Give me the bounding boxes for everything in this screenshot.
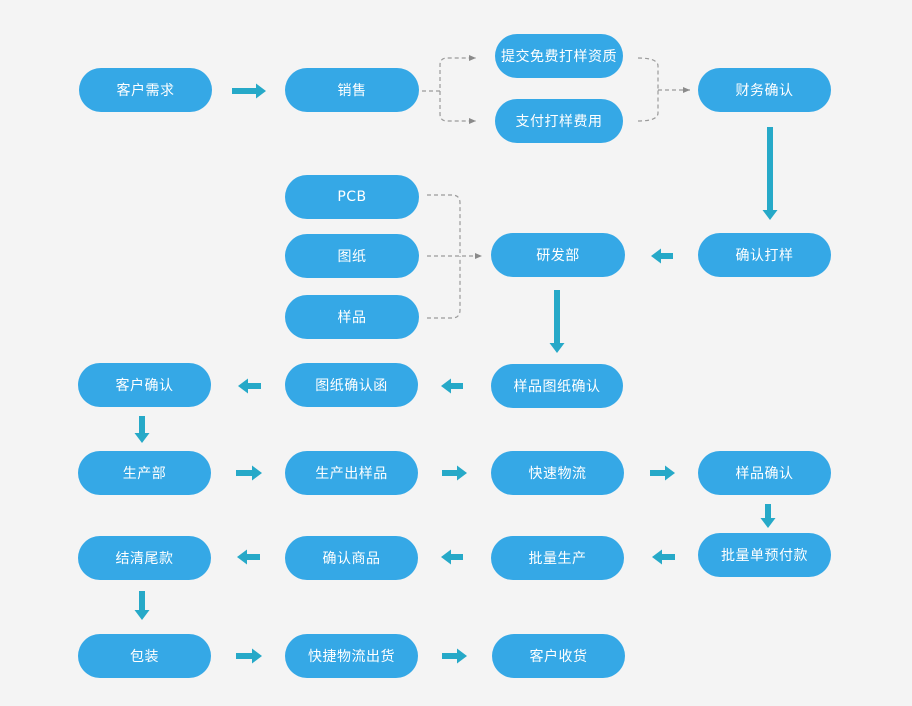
node-finance-confirm: 财务确认 bbox=[698, 68, 831, 112]
dashed-sales-branch-lower bbox=[439, 91, 476, 124]
arrow-prepay-to-mass bbox=[652, 549, 675, 565]
node-pay-sample-fee: 支付打样费用 bbox=[495, 99, 623, 143]
node-mass-production: 批量生产 bbox=[491, 536, 624, 580]
dashed-pcb-merge bbox=[427, 194, 461, 256]
node-customer-receipt: 客户收货 bbox=[492, 634, 625, 678]
node-confirm-sampling: 确认打样 bbox=[698, 233, 831, 277]
arrow-logistics-to-sampleconfirm bbox=[650, 465, 675, 481]
node-sample-drawing-confirm: 样品图纸确认 bbox=[491, 364, 623, 408]
arrow-ship-to-receipt bbox=[442, 648, 467, 664]
arrow-goods-to-balance bbox=[237, 549, 260, 565]
node-sales: 销售 bbox=[285, 68, 419, 112]
node-customer-confirm: 客户确认 bbox=[78, 363, 211, 407]
node-settle-balance: 结清尾款 bbox=[78, 536, 211, 580]
arrow-letter-to-customer bbox=[238, 378, 261, 394]
node-sample-confirm: 样品确认 bbox=[698, 451, 831, 495]
node-rnd-department: 研发部 bbox=[491, 233, 625, 277]
dashed-samples-merge bbox=[427, 256, 461, 319]
dashed-merge-upper bbox=[637, 57, 659, 90]
node-drawing-confirmation-letter: 图纸确认函 bbox=[285, 363, 418, 407]
dashed-merge-lower bbox=[637, 90, 659, 122]
arrow-mass-to-goods bbox=[441, 549, 463, 565]
node-production-department: 生产部 bbox=[78, 451, 211, 495]
node-express-shipping: 快捷物流出货 bbox=[285, 634, 418, 678]
node-confirm-goods: 确认商品 bbox=[285, 536, 418, 580]
arrow-confirm-to-rnd bbox=[651, 248, 673, 264]
arrow-sampleconfirm-to-letter bbox=[441, 378, 463, 394]
arrow-pack-to-ship bbox=[236, 648, 262, 664]
arrow-sampleconfirm-down bbox=[760, 504, 776, 528]
arrow-demand-to-sales bbox=[232, 83, 266, 99]
arrow-rnd-down bbox=[549, 290, 565, 353]
dashed-sales-branch bbox=[422, 55, 476, 92]
arrow-customer-down bbox=[134, 416, 150, 443]
node-samples: 样品 bbox=[285, 295, 419, 339]
node-pcb: PCB bbox=[285, 175, 419, 219]
node-drawings: 图纸 bbox=[285, 234, 419, 278]
node-bulk-order-prepayment: 批量单预付款 bbox=[698, 533, 831, 577]
node-customer-demand: 客户需求 bbox=[79, 68, 212, 112]
arrow-prod-to-samples bbox=[236, 465, 262, 481]
node-packaging: 包装 bbox=[78, 634, 211, 678]
node-production-samples: 生产出样品 bbox=[285, 451, 418, 495]
arrow-samples-to-logistics bbox=[442, 465, 467, 481]
node-express-logistics: 快速物流 bbox=[491, 451, 624, 495]
arrow-balance-down bbox=[134, 591, 150, 620]
node-submit-free-sample-qualification: 提交免费打样资质 bbox=[495, 34, 623, 78]
arrow-finance-down bbox=[762, 127, 778, 220]
